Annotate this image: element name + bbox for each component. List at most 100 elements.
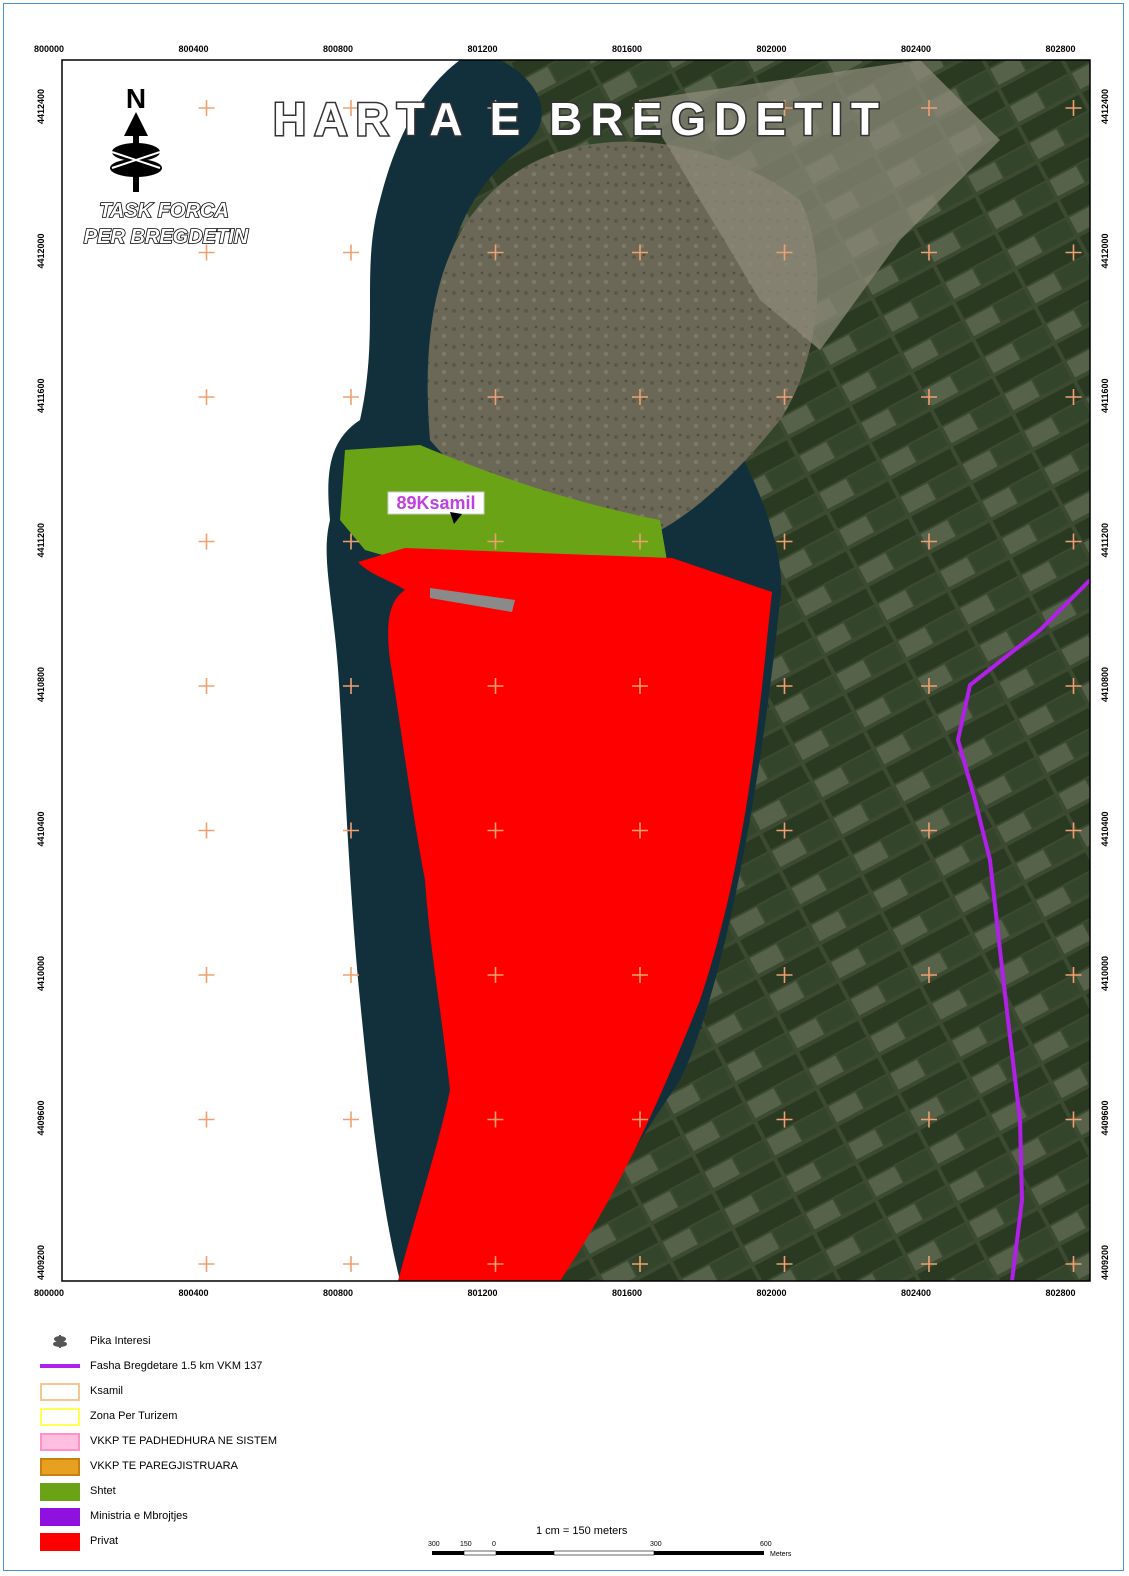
scale-bar: 1 cm = 150 meters 300 150 0 300 600 Mete… [424, 1525, 804, 1573]
grid-cross [776, 533, 793, 550]
scale-label-4: 300 [650, 1541, 662, 1548]
legend-item: VKKP TE PADHEDHURA NE SISTEM [40, 1428, 460, 1453]
y-tick-left: 4410400 [36, 811, 46, 846]
coastal-zone-line [955, 578, 1090, 1281]
private-parcel [358, 548, 772, 1281]
legend-item: Zona Per Turizem [40, 1403, 460, 1428]
compass-icon [110, 112, 162, 192]
village-area [640, 60, 1000, 350]
legend-box-symbol [40, 1457, 80, 1476]
grid-cross [1065, 244, 1082, 261]
y-tick-right: 4410400 [1100, 811, 1110, 846]
grid-cross [1065, 822, 1082, 839]
legend-label: Privat [90, 1534, 119, 1547]
legend-label: Fasha Bregdetare 1.5 km VKM 137 [90, 1359, 263, 1372]
grid-cross [632, 533, 648, 550]
grid-cross [776, 244, 793, 261]
grid-cross [632, 1256, 648, 1272]
grid-cross [776, 1256, 793, 1272]
grid-cross [776, 967, 793, 983]
grid-cross [632, 967, 648, 983]
y-tick-labels-left: 4412400441200044116004411200441080044104… [36, 89, 46, 1280]
legend-line-symbol [40, 1358, 80, 1374]
y-tick-left: 4411600 [36, 378, 46, 413]
legend-box-symbol [40, 1482, 80, 1501]
parcel-label-text: 89Ksamil [396, 493, 475, 513]
grid-cross [776, 389, 793, 405]
scale-unit: Meters [770, 1551, 792, 1558]
grid-cross [1065, 100, 1082, 116]
grid-cross [198, 1256, 215, 1272]
x-tick-bottom: 802000 [757, 1288, 787, 1298]
grid-cross [198, 244, 215, 261]
scale-text: 1 cm = 150 meters [536, 1525, 628, 1537]
grid-cross [198, 389, 215, 405]
grid-cross [776, 1111, 793, 1128]
legend-box-symbol [40, 1382, 80, 1401]
x-tick-bottom: 801600 [612, 1288, 642, 1298]
x-tick-bottom: 800800 [323, 1288, 353, 1298]
grid-cross [487, 533, 504, 550]
y-tick-right: 4409200 [1100, 1245, 1110, 1280]
y-tick-right: 4409600 [1100, 1100, 1110, 1135]
grid-cross [1065, 389, 1082, 405]
x-tick-bottom: 802400 [901, 1288, 931, 1298]
y-tick-left: 4412400 [36, 89, 46, 124]
legend-box-symbol [40, 1507, 80, 1526]
grid-cross [921, 967, 937, 983]
grid-cross [343, 244, 359, 261]
grid-cross [198, 1111, 215, 1128]
legend-label: VKKP TE PADHEDHURA NE SISTEM [90, 1434, 278, 1447]
grid-cross [487, 244, 504, 261]
grid-cross [1065, 1111, 1082, 1128]
y-tick-left: 4410800 [36, 667, 46, 702]
y-tick-right: 4410800 [1100, 667, 1110, 702]
scale-label-2: 150 [460, 1541, 472, 1548]
y-tick-left: 4410000 [36, 956, 46, 991]
page-frame [3, 3, 1124, 1571]
legend-box-symbol [40, 1407, 80, 1426]
x-tick-top: 802800 [1046, 44, 1076, 54]
grid-cross [487, 100, 504, 116]
grid-cross [921, 1256, 937, 1272]
legend-box-symbol [40, 1432, 80, 1451]
grid-cross [198, 100, 215, 116]
legend-item: Ksamil [40, 1378, 460, 1403]
grid-cross [343, 533, 359, 550]
grid-cross [632, 678, 648, 694]
grid-cross [487, 822, 504, 839]
grid-cross [632, 822, 648, 839]
legend-label: Zona Per Turizem [90, 1409, 178, 1422]
y-tick-labels-right: 4412400441200044116004411200441080044104… [1100, 89, 1110, 1280]
grid-cross [343, 822, 359, 839]
grid-cross [632, 1111, 648, 1128]
north-letter: N [126, 83, 146, 114]
x-tick-top: 800400 [179, 44, 209, 54]
y-tick-right: 4411600 [1100, 378, 1110, 413]
grid-cross [776, 100, 793, 116]
y-tick-left: 4412000 [36, 233, 46, 268]
legend-box-symbol [40, 1532, 80, 1551]
grid-cross [487, 678, 504, 694]
grid-cross [487, 967, 504, 983]
legend-item: Privat [40, 1528, 460, 1553]
y-tick-left: 4409200 [36, 1245, 46, 1280]
legend-label: Shtet [90, 1484, 116, 1497]
grid-cross [487, 1256, 504, 1272]
grid-cross [1065, 678, 1082, 694]
peninsula-area [427, 141, 818, 540]
logo-text-2: PER BREGDETIN [84, 226, 249, 248]
grid-cross [487, 1111, 504, 1128]
parcel-label: 89Ksamil [387, 491, 485, 524]
grid-cross [921, 389, 937, 405]
x-tick-bottom: 800400 [179, 1288, 209, 1298]
point-interest-marker [450, 512, 462, 524]
grid-cross [632, 389, 648, 405]
grid-cross [921, 822, 937, 839]
legend-item: Shtet [40, 1478, 460, 1503]
x-tick-top: 802000 [757, 44, 787, 54]
grid-cross [198, 533, 215, 550]
